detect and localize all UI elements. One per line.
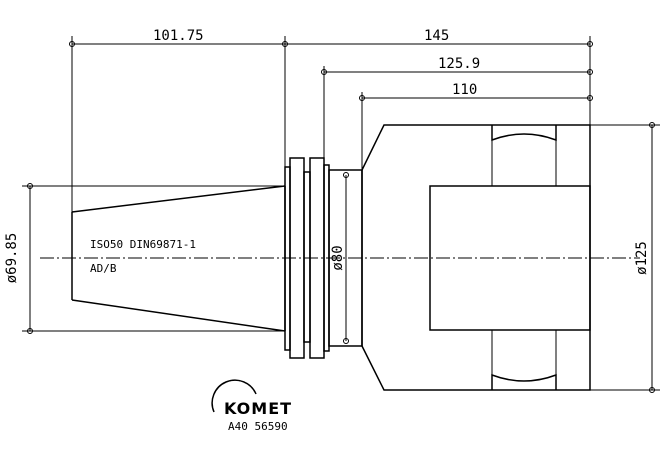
logo-part-number: A40 56590 (228, 420, 288, 433)
dimension-right (590, 122, 660, 393)
logo-swoosh-icon (211, 379, 257, 413)
dimension-flange (343, 172, 349, 344)
v-flange (284, 157, 330, 359)
dim-dia-80: ø80 (330, 245, 346, 270)
dim-dia-69-85: ø69.85 (4, 233, 20, 284)
komet-logo: KOMET A40 56590 (211, 379, 292, 433)
dim-101-75: 101.75 (153, 28, 204, 44)
dim-125-9: 125.9 (438, 56, 480, 72)
dimension-lines-top (69, 36, 593, 212)
dim-145: 145 (424, 28, 449, 44)
logo-brand-text: KOMET (224, 399, 292, 418)
dim-110: 110 (452, 82, 477, 98)
dimension-left (22, 183, 285, 334)
spec-note-variant: AD/B (90, 262, 117, 275)
spec-note-standard: ISO50 DIN69871-1 (90, 238, 196, 251)
dim-dia-125: ø125 (634, 241, 650, 275)
body-block (361, 124, 591, 391)
